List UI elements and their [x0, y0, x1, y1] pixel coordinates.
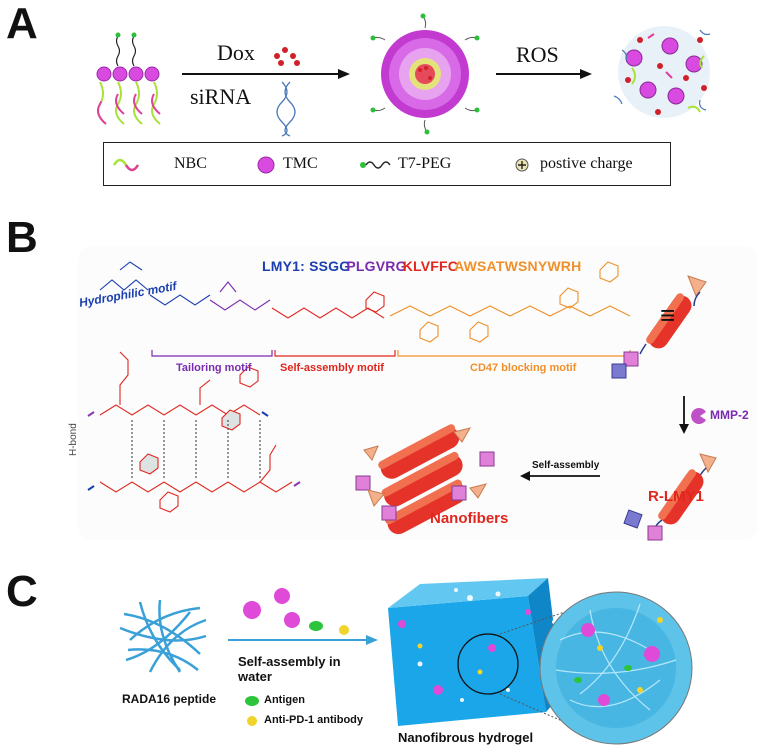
panel-letter-c: C	[6, 567, 38, 616]
zoomed-hydrogel-icon	[539, 591, 693, 745]
t7-peg-icon	[360, 161, 391, 169]
panel-letter-a: A	[6, 0, 38, 48]
equivalence-symbol: ≡	[660, 300, 676, 330]
lmy1-rod-icon	[611, 275, 707, 379]
antigen-label: Antigen	[264, 694, 305, 706]
nanofibers-label: Nanofibers	[430, 510, 509, 527]
positive-charge-icon	[515, 158, 529, 172]
seq-part-hydrophilic: SSGG	[309, 258, 351, 274]
legend-antibody-icon	[247, 716, 257, 726]
legend-t7peg-label: T7-PEG	[398, 155, 452, 172]
nbc-tmc-polymer-icon	[96, 32, 161, 125]
micelle-nanoparticle-icon	[370, 13, 480, 135]
r-lmy1-rod-icon	[623, 453, 717, 541]
sirna-helix-icon	[276, 81, 296, 137]
rada16-label: RADA16 peptide	[122, 692, 217, 706]
self-assembly-in-water-label: Self-assembly in water	[238, 654, 341, 684]
self-assembly-line1: Self-assembly in	[238, 654, 341, 669]
legend-icons	[112, 156, 529, 174]
mmp2-enzyme-icon	[691, 407, 706, 424]
dox-label: Dox	[217, 40, 255, 65]
beta-sheet-structure	[87, 351, 301, 513]
self-assembly-label: Self-assembly	[532, 460, 600, 471]
rada16-fiber-tangle-icon	[119, 599, 207, 673]
mmp2-label: MMP-2	[710, 408, 749, 422]
panel-a-legend: NBC TMC T7-PEG postive charge	[103, 142, 671, 186]
self-assembly-motif-label: Self-assembly motif	[280, 362, 384, 374]
legend-tmc-label: TMC	[283, 155, 318, 172]
self-assembly-line2: water	[238, 669, 272, 684]
seq-part-cd47: AWSATWSNYWRH	[454, 258, 582, 274]
tailoring-motif-label: Tailoring motif	[176, 362, 252, 374]
nbc-chain-icon	[112, 158, 140, 172]
r-lmy1-label: R-LMY1	[648, 488, 704, 505]
seq-part-self-assembly: KLVFFC	[402, 258, 459, 274]
immune-adjuvant-icon	[243, 588, 300, 628]
hydrogel-label: Nanofibrous hydrogel	[398, 730, 534, 745]
antigen-icon	[309, 621, 323, 631]
disassembled-particle-icon	[613, 26, 711, 118]
nanofiber-bundle-icon	[355, 424, 495, 535]
legend-antigen-icon	[245, 696, 259, 706]
hydrogel-cube-icon	[388, 578, 562, 726]
legend-nbc-label: NBC	[174, 155, 207, 172]
lmy1-label: LMY1:	[262, 258, 305, 274]
antibody-label: Anti-PD-1 antibody	[264, 714, 363, 726]
tmc-sphere-icon	[257, 156, 275, 174]
seq-part-tailoring: PLGVRG	[346, 258, 407, 274]
sirna-label: siRNA	[190, 84, 252, 109]
antibody-icon	[339, 625, 349, 635]
legend-positive-label: postive charge	[540, 155, 633, 172]
panel-letter-b: B	[6, 213, 38, 262]
peptide-structure	[99, 261, 631, 343]
cd47-motif-label: CD47 blocking motif	[470, 362, 577, 374]
ros-label: ROS	[516, 42, 559, 67]
lmy1-sequence: LMY1: SSGGPLGVRGKLVFFCAWSATWSNYWRH	[262, 258, 581, 274]
